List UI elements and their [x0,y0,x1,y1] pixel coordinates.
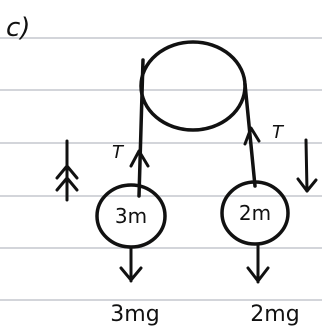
mass-left-label: 3m [115,204,147,228]
ruled-lines [0,37,322,301]
weight-label-left: 3mg [110,302,159,327]
weight-arrow-right [246,242,270,284]
tension-label-left: T [112,142,125,163]
tension-arrow-left [129,149,150,168]
weight-label-right: 2mg [250,302,299,327]
mass-right [220,180,290,246]
pulley-wheel [139,40,247,132]
motion-up-arrow [55,139,79,202]
tension-label-right: T [272,122,285,143]
rope-left [137,58,145,198]
tension-arrow-right [243,126,261,146]
motion-down-arrow [296,138,318,193]
rope-right [243,82,257,188]
weight-arrow-left [119,245,143,283]
part-label: c) [6,13,30,43]
mass-right-label: 2m [239,201,271,225]
